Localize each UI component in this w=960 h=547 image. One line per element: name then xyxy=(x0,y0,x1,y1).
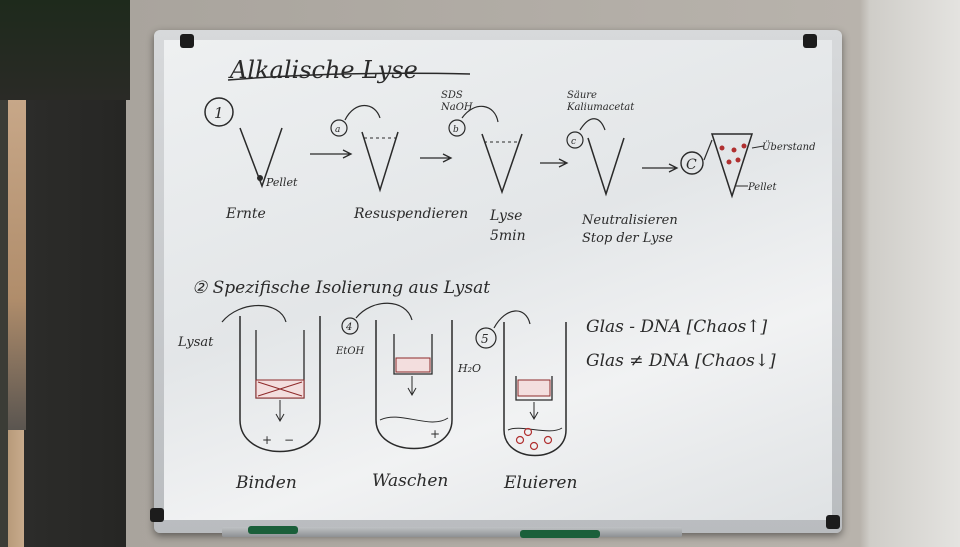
circle-c-label: c xyxy=(571,137,576,147)
red-dot xyxy=(726,159,732,165)
etoh-arrow xyxy=(355,302,413,321)
add-arrow-c xyxy=(579,118,606,131)
centrifuge-circle xyxy=(680,151,704,175)
circle-a-label: a xyxy=(335,125,340,135)
centrifuge-label: C xyxy=(686,157,697,173)
arrow-1 xyxy=(310,149,353,159)
section-2-heading: ② Spezifische Isolierung aus Lysat xyxy=(192,278,490,298)
pellet2-label: Pellet xyxy=(747,182,778,193)
label-stop-lyse: Stop der Lyse xyxy=(582,231,673,246)
tube-ernte xyxy=(239,127,283,189)
tube-neutralize xyxy=(587,137,625,197)
tube-centrifuged xyxy=(710,133,754,199)
silica-bed-eluieren xyxy=(517,379,551,397)
add-arrow-b xyxy=(461,105,499,123)
label-lyse: Lyse xyxy=(489,208,522,224)
circle-b-label: b xyxy=(453,125,459,135)
tube-binden-outer xyxy=(239,316,321,453)
section-1-circle xyxy=(204,97,234,127)
title-underline xyxy=(227,72,471,81)
arrow-4 xyxy=(642,163,679,173)
arrow-3 xyxy=(540,158,569,168)
label-eluieren: Eluieren xyxy=(503,473,577,493)
circle-a xyxy=(330,119,348,137)
tube-lyse xyxy=(481,133,523,195)
waste-level xyxy=(379,416,449,423)
flow-arrow-waschen xyxy=(407,376,417,397)
silica-mark-binden xyxy=(257,381,303,397)
green-marker-2[interactable] xyxy=(520,530,600,538)
h2o-label: H₂O xyxy=(457,362,481,375)
red-dot xyxy=(741,143,747,149)
kaliumacetat-label: Kaliumacetat xyxy=(566,102,635,113)
board-corner-bottom-right xyxy=(826,515,840,529)
red-dot xyxy=(731,147,737,153)
naoh-label: NaOH xyxy=(440,102,473,113)
circle-4 xyxy=(341,317,359,335)
tube-eluieren-outer xyxy=(503,322,567,457)
label-ernte: Ernte xyxy=(225,206,266,222)
label-binden: Binden xyxy=(235,473,297,493)
label-waschen: Waschen xyxy=(372,471,448,491)
circle-c xyxy=(566,131,584,149)
charge-plus-2: + xyxy=(430,427,440,441)
circle-b xyxy=(448,119,466,137)
label-resuspendieren: Resuspendieren xyxy=(353,206,468,222)
flow-arrow-eluieren xyxy=(529,402,539,421)
red-dot xyxy=(735,157,741,163)
sds-label: SDS xyxy=(441,90,463,101)
lysat-arrow xyxy=(221,304,287,323)
label-neutralisieren: Neutralisieren xyxy=(581,213,678,228)
dark-doorframe xyxy=(0,0,130,100)
ueberstand-pointer xyxy=(751,145,765,149)
column-eluieren xyxy=(515,376,553,401)
circle-4-label: 4 xyxy=(345,322,352,333)
circle-5-label: 5 xyxy=(481,332,489,346)
dna-circle xyxy=(515,435,525,445)
tube-waschen-outer xyxy=(375,320,453,450)
circle-5 xyxy=(475,327,497,349)
green-marker[interactable] xyxy=(248,526,298,534)
board-corner-bottom-left xyxy=(150,508,164,522)
column-waschen xyxy=(393,334,433,375)
note-glas-not-binds: Glas ≠ DNA [Chaos↓] xyxy=(586,351,776,371)
window-strip xyxy=(8,100,26,430)
pellet-dot xyxy=(257,175,263,181)
flow-arrow-binden xyxy=(275,400,285,423)
section-1-number: 1 xyxy=(214,104,224,122)
add-arrow-a xyxy=(344,104,381,121)
silica-bed-waschen xyxy=(395,357,431,373)
dna-circle xyxy=(529,441,539,451)
board-title: Alkalische Lyse xyxy=(228,56,418,84)
dna-circle xyxy=(543,435,553,445)
eluate-level xyxy=(507,427,563,432)
marker-tray xyxy=(222,527,682,537)
note-glas-binds: Glas - DNA [Chaos↑] xyxy=(586,317,768,337)
etoh-label: EtOH xyxy=(335,346,365,357)
ueberstand-label: Überstand xyxy=(762,141,815,153)
arrow-2 xyxy=(420,153,453,163)
board-corner-top-right xyxy=(803,34,817,48)
lysat-label: Lysat xyxy=(177,335,214,350)
label-5min: 5min xyxy=(490,228,526,244)
board-corner-top-left xyxy=(180,34,194,48)
pellet-label: Pellet xyxy=(265,176,298,189)
charge-plus: + xyxy=(262,433,272,447)
centrifuge-arrow xyxy=(703,139,713,161)
red-dot xyxy=(719,145,725,151)
dna-circle xyxy=(523,427,533,437)
saeure-label: Säure xyxy=(567,90,597,101)
tube-resuspend xyxy=(361,131,399,193)
charge-minus: − xyxy=(284,433,294,447)
h2o-arrow xyxy=(493,310,531,329)
